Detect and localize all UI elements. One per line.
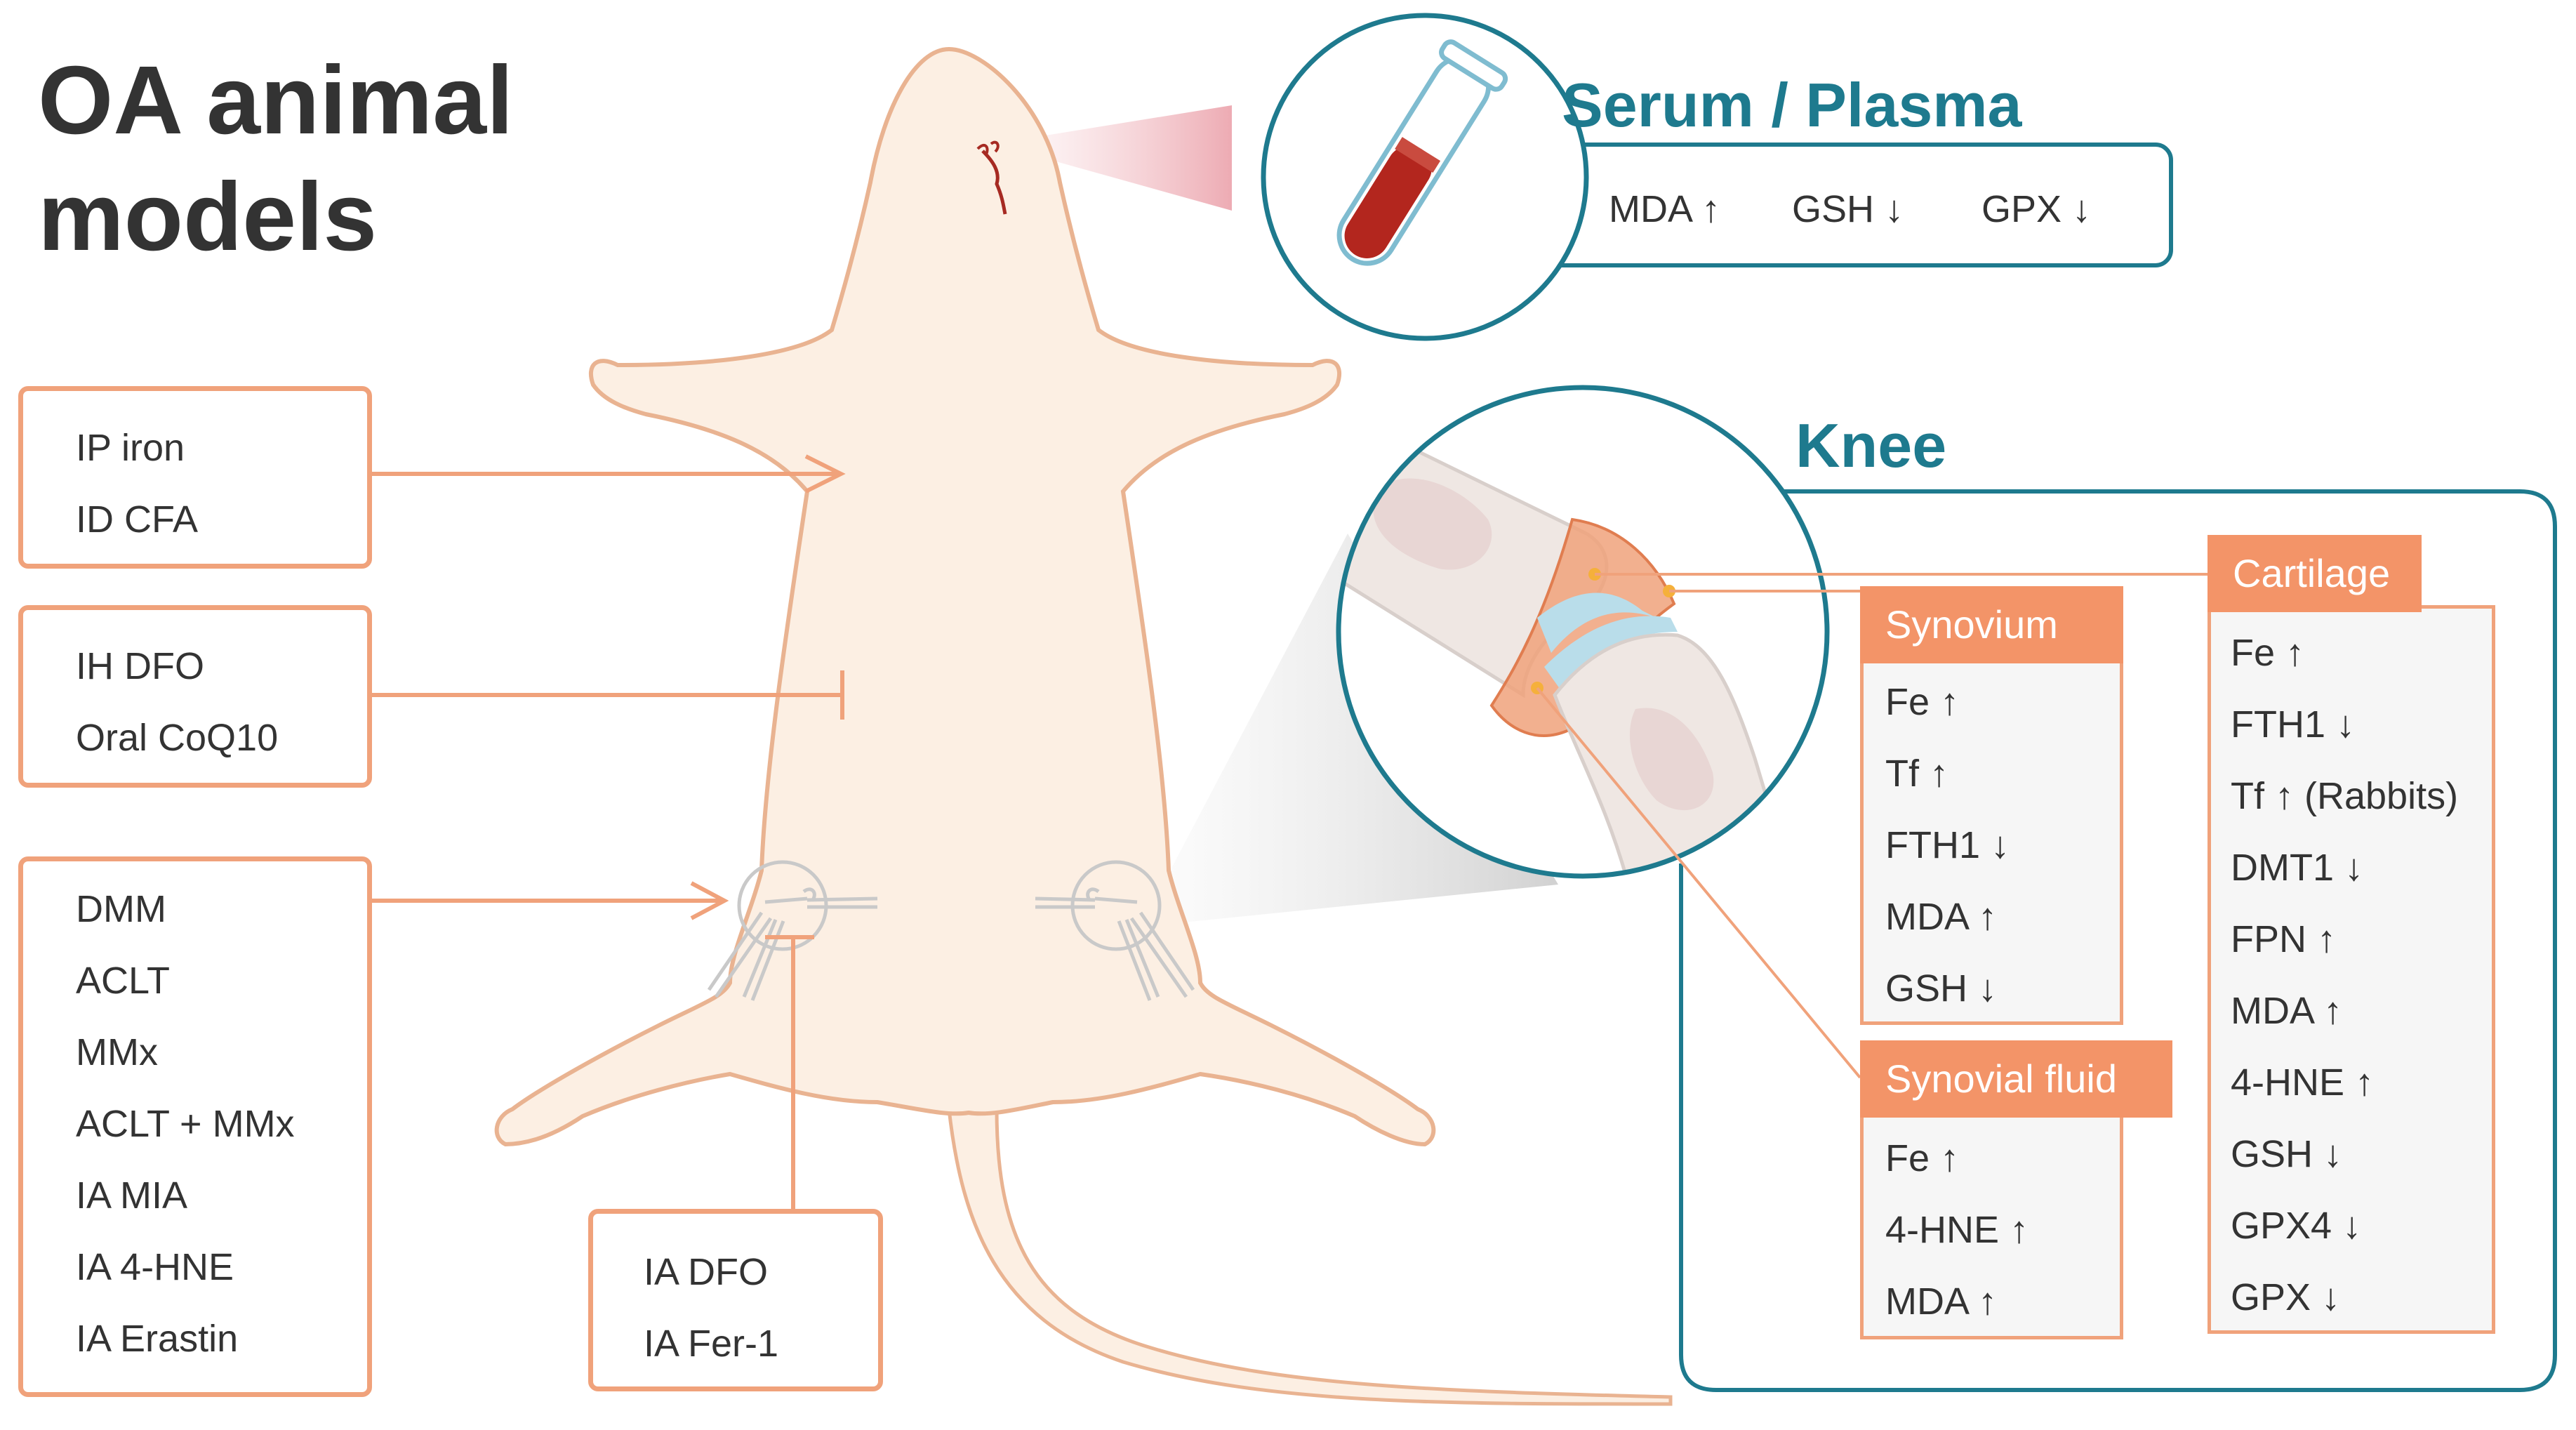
synovial-fluid-header: Synovial fluid — [1860, 1040, 2172, 1118]
serum-item: GSH ↓ — [1792, 188, 1904, 230]
serum-item: GPX ↓ — [1981, 188, 2092, 230]
leader-synovial-fluid — [1536, 687, 1861, 1079]
serum-title: Serum / Plasma — [1562, 70, 2022, 140]
synovial-fluid-item: MDA ↑ — [1885, 1280, 1998, 1323]
synovium-item: GSH ↓ — [1885, 967, 1998, 1009]
knee-title: Knee — [1795, 411, 1947, 480]
cartilage-item: MDA ↑ — [2231, 990, 2343, 1032]
cartilage-item: FTH1 ↓ — [2231, 703, 2356, 746]
box-item: MMx — [76, 1031, 158, 1073]
inhibit-ih-dfo — [372, 670, 844, 720]
serum-item: MDA ↑ — [1609, 188, 1721, 230]
synovium-item: MDA ↑ — [1885, 896, 1998, 938]
box-item: IH DFO — [76, 645, 204, 687]
left-knee-joint-icon — [707, 860, 878, 1001]
cartilage-item: 4-HNE ↑ — [2231, 1061, 2375, 1104]
synovium-item: Fe ↑ — [1885, 681, 1960, 723]
rat-body — [494, 46, 1436, 1147]
cartilage-item: Fe ↑ — [2231, 632, 2305, 674]
box-item: IA MIA — [76, 1174, 188, 1217]
cartilage-item: FPN ↑ — [2231, 918, 2337, 960]
box-item: IA DFO — [644, 1251, 769, 1293]
cartilage-item: GPX ↓ — [2231, 1276, 2341, 1318]
box-item: DMM — [76, 888, 166, 930]
box-item: IA Fer-1 — [644, 1323, 779, 1365]
cartilage-panel — [2207, 605, 2495, 1334]
synovium-item: FTH1 ↓ — [1885, 824, 2010, 866]
arrow-ip-iron — [372, 454, 846, 494]
box-systemic-treatment: IH DFO Oral CoQ10 — [18, 605, 372, 788]
box-item: IA 4-HNE — [76, 1246, 234, 1288]
arrow-dmm — [372, 881, 729, 920]
box-item: Oral CoQ10 — [76, 717, 279, 759]
knee-panel-box — [1679, 489, 2557, 1392]
rat-tail — [947, 1107, 1673, 1406]
cartilage-item: GSH ↓ — [2231, 1133, 2343, 1175]
title-line-1: OA animal — [38, 46, 514, 154]
synovium-item: Tf ↑ — [1885, 753, 1948, 795]
inhibit-ia-dfo — [765, 935, 814, 1209]
synovial-fluid-item: 4-HNE ↑ — [1885, 1209, 2029, 1251]
box-systemic-induction: IP iron ID CFA — [18, 386, 372, 569]
box-item: ACLT + MMx — [76, 1103, 295, 1145]
box-local-induction: DMM ACLT MMx ACLT + MMx IA MIA IA 4-HNE … — [18, 856, 372, 1397]
cartilage-item: Tf ↑ (Rabbits) — [2231, 775, 2459, 817]
cartilage-item: DMT1 ↓ — [2231, 847, 2363, 889]
synovial-fluid-panel — [1860, 1081, 2123, 1339]
serum-projection-beam — [993, 105, 1232, 211]
synovium-panel — [1860, 625, 2123, 1025]
cartilage-header: Cartilage — [2207, 535, 2422, 612]
head-wound-icon — [981, 150, 1007, 215]
cartilage-item: GPX4 ↓ — [2231, 1205, 2362, 1247]
box-item: ACLT — [76, 960, 171, 1002]
box-local-treatment: IA DFO IA Fer-1 — [588, 1209, 883, 1391]
synovial-fluid-item: Fe ↑ — [1885, 1137, 1960, 1179]
page-title: OA animal models — [38, 42, 513, 275]
right-knee-joint-icon — [1035, 860, 1195, 1001]
blood-tube-icon — [1336, 39, 1508, 266]
title-line-2: models — [38, 163, 378, 271]
synovium-header: Synovium — [1860, 586, 2123, 663]
box-item: ID CFA — [76, 498, 199, 541]
box-item: IP iron — [76, 427, 185, 469]
box-item: IA Erastin — [76, 1318, 239, 1360]
